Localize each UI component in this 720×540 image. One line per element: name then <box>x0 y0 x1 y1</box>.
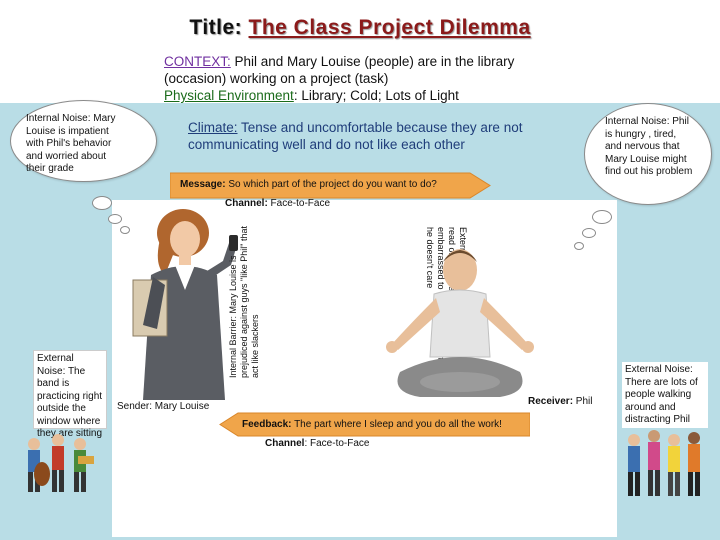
feedback-text: Feedback: The part where I sleep and you… <box>242 419 502 430</box>
external-noise-right: External Noise: There are lots of people… <box>622 362 708 428</box>
thought-cloud-left <box>10 100 157 182</box>
receiver-figure <box>386 249 534 397</box>
external-noise-left: External Noise: The band is practicing r… <box>33 350 107 439</box>
climate-text: Tense and uncomfortable because they are… <box>188 120 523 152</box>
thought-bubble <box>582 228 596 238</box>
message-body: So which part of the project do you want… <box>225 179 437 190</box>
sender-figure <box>132 209 238 400</box>
channel-bottom-label: Channel <box>265 438 305 449</box>
page-title: Title: The Class Project Dilemma <box>0 16 720 40</box>
thought-cloud-right <box>584 103 712 205</box>
thought-bubble <box>108 214 122 224</box>
message-label: Message: <box>180 179 226 190</box>
thought-bubble <box>592 210 612 224</box>
sender-barrier-text: Internal Barrier: Mary Louise is prejudi… <box>228 226 260 378</box>
receiver-label: Receiver: Phil <box>528 396 592 407</box>
context-text: Phil and Mary Louise (people) are in the… <box>164 54 515 86</box>
context-label: CONTEXT: <box>164 54 231 69</box>
environment-text: : Library; Cold; Lots of Light <box>293 88 459 103</box>
feedback-arrow <box>219 412 530 437</box>
feedback-label: Feedback: <box>242 419 292 430</box>
sender-label: Sender: Mary Louise <box>117 401 210 412</box>
climate-block: Climate: Tense and uncomfortable because… <box>188 119 568 153</box>
climate-label: Climate: <box>188 120 238 135</box>
feedback-body: The part where I sleep and you do all th… <box>291 419 502 430</box>
crowd-illustration <box>628 430 700 496</box>
internal-noise-left: Internal Noise: Mary Louise is impatient… <box>26 113 116 174</box>
message-text: Message: So which part of the project do… <box>180 179 437 190</box>
thought-bubble <box>120 226 130 234</box>
receiver-name: Phil <box>573 396 593 407</box>
environment-label: Physical Environment <box>164 88 294 103</box>
channel-top-label: Channel: <box>225 198 268 209</box>
band-illustration <box>28 434 94 492</box>
message-arrow <box>170 172 491 199</box>
title-text: The Class Project Dilemma <box>248 16 531 39</box>
receiver-label-prefix: Receiver: <box>528 396 574 407</box>
title-label: Title: <box>189 16 243 39</box>
internal-noise-right: Internal Noise: Phil is hungry , tired, … <box>605 116 693 177</box>
channel-top: Channel: Face-to-Face <box>225 198 330 209</box>
channel-bottom: Channel: Face-to-Face <box>265 438 369 449</box>
thought-bubble <box>92 196 112 210</box>
channel-top-text: Face-to-Face <box>267 198 331 209</box>
thought-bubble <box>574 242 584 250</box>
context-block: CONTEXT: Phil and Mary Louise (people) a… <box>164 53 544 104</box>
channel-bottom-text: : Face-to-Face <box>304 438 370 449</box>
